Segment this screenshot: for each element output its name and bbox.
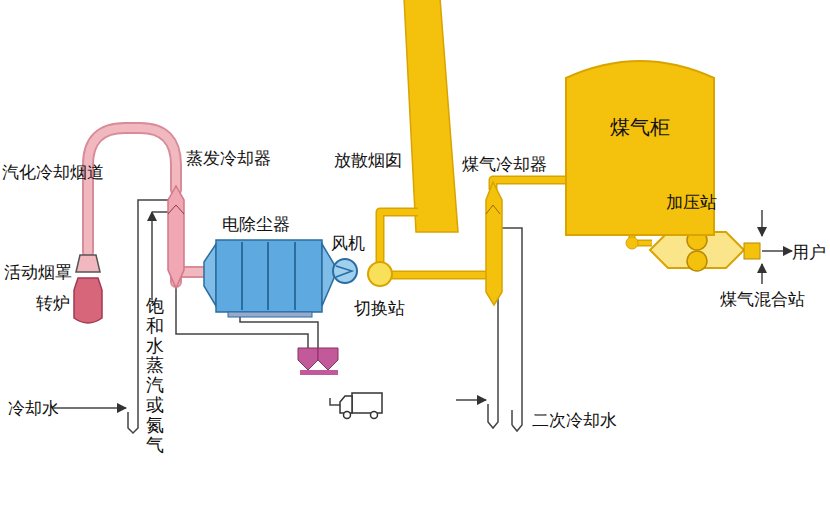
truck — [340, 393, 382, 419]
part-label: 冷却水 — [8, 398, 59, 418]
mixing-station — [744, 243, 760, 259]
part-label: 电除尘器 — [222, 214, 290, 234]
part-label: 放散烟囱 — [334, 150, 402, 170]
part-label: 切换站 — [354, 298, 405, 318]
gas-cooler — [486, 182, 502, 305]
precipitator — [216, 240, 322, 312]
part-label: 饱和水蒸汽或氮气 — [146, 296, 164, 454]
switch-station — [368, 262, 392, 286]
part-label: 风机 — [331, 233, 365, 253]
part-label: 转炉 — [36, 293, 70, 313]
part-label: 加压站 — [666, 192, 717, 212]
part-label: 活动烟罩 — [4, 262, 72, 282]
part-label: 煤气冷却器 — [462, 154, 547, 174]
part-label: 煤气混合站 — [720, 289, 805, 309]
converter — [74, 278, 102, 323]
part-label: 蒸发冷却器 — [186, 148, 271, 168]
part-label: 汽化冷却烟道 — [2, 162, 104, 182]
part-label: 用户 — [792, 242, 826, 262]
movable-hood — [76, 255, 100, 272]
evaporative-cooler — [168, 186, 184, 288]
chimney — [404, 0, 458, 232]
fan — [333, 259, 357, 283]
node-label: 煤气柜 — [565, 114, 715, 141]
part-label: 二次冷却水 — [532, 410, 617, 430]
